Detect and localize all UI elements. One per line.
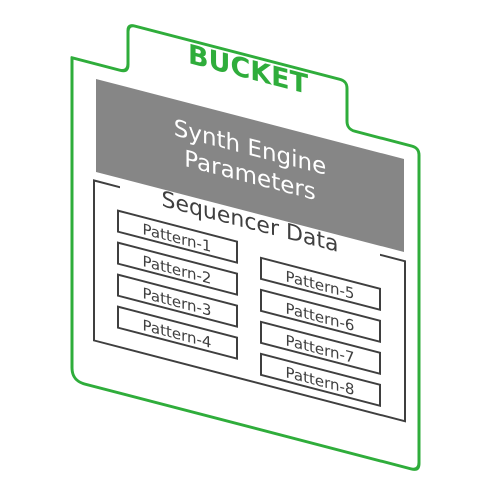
synth-engine-block (96, 78, 404, 253)
isometric-plane: BUCKET Synth Engine Parameters Sequencer… (70, 24, 421, 471)
pattern-column-right: Pattern-5 Pattern-6 Pattern-7 Pattern-8 (260, 256, 381, 408)
sequencer-frame (93, 179, 406, 423)
